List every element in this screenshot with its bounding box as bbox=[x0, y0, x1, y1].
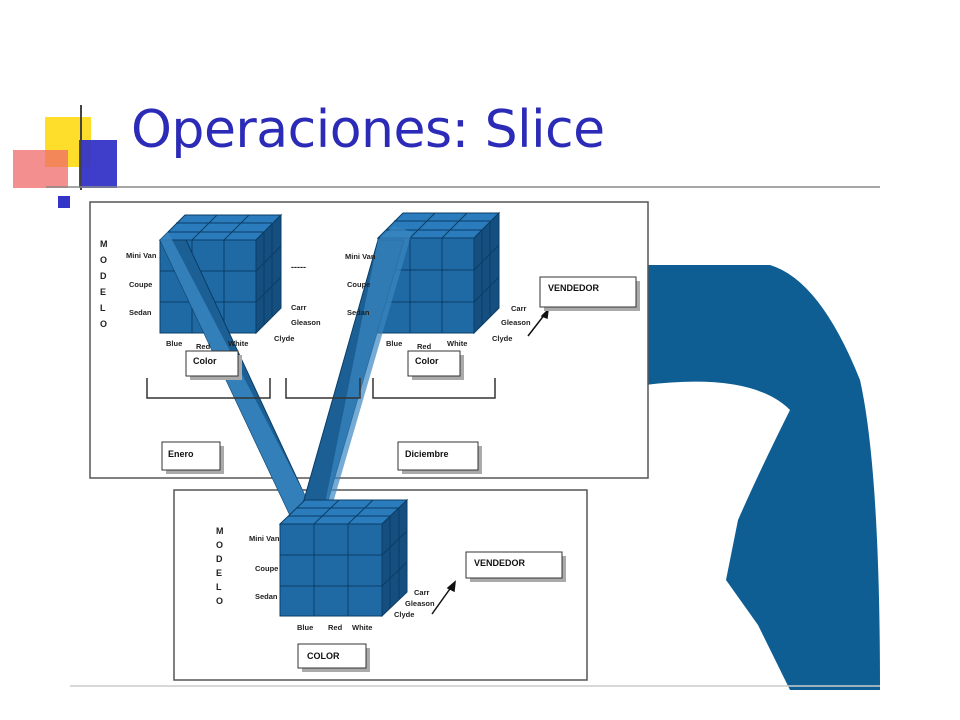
color-box-label: Color bbox=[415, 356, 439, 366]
ellipsis: ----- bbox=[291, 262, 306, 272]
slide-title: Operaciones: Slice bbox=[131, 100, 605, 160]
top-right-col-labels: Blue Red White bbox=[386, 339, 467, 351]
axis-letter: D bbox=[216, 554, 223, 564]
axis-letter: E bbox=[216, 568, 222, 578]
slice-v-shape bbox=[159, 226, 412, 529]
color-box-label: Color bbox=[193, 356, 217, 366]
col-label: White bbox=[447, 339, 467, 348]
label-boxes bbox=[161, 276, 640, 672]
top-left-col-labels: Blue Red White bbox=[166, 339, 248, 351]
axis-letter: L bbox=[216, 582, 222, 592]
col-label: Blue bbox=[166, 339, 182, 348]
col-label: White bbox=[228, 339, 248, 348]
row-label: Sedan bbox=[347, 308, 370, 317]
month-start-label: Enero bbox=[168, 449, 194, 459]
vendedor-box-label: VENDEDOR bbox=[474, 558, 526, 568]
seller-label: Clyde bbox=[274, 334, 294, 343]
top-left-row-labels: Mini Van Coupe Sedan bbox=[126, 251, 157, 317]
axis-letter: O bbox=[100, 255, 107, 265]
seller-label: Carr bbox=[291, 303, 307, 312]
row-label: Mini Van bbox=[126, 251, 157, 260]
col-label: White bbox=[352, 623, 372, 632]
bottom-seller-labels: Carr Gleason Clyde bbox=[394, 588, 435, 619]
axis-letter: D bbox=[100, 271, 107, 281]
axis-letter: O bbox=[100, 319, 107, 329]
axis-letter: E bbox=[100, 287, 106, 297]
corner-decoration bbox=[13, 105, 880, 208]
seller-label: Carr bbox=[511, 304, 527, 313]
top-modelo-axis: M O D E L O bbox=[100, 239, 108, 329]
col-label: Red bbox=[417, 342, 432, 351]
seller-label: Gleason bbox=[291, 318, 321, 327]
bottom-row-labels: Mini Van Coupe Sedan bbox=[249, 534, 280, 601]
bottom-cube bbox=[278, 498, 409, 618]
axis-letter: O bbox=[216, 540, 223, 550]
month-brackets bbox=[146, 378, 496, 399]
col-label: Blue bbox=[297, 623, 313, 632]
axis-letter: O bbox=[216, 596, 223, 606]
row-label: Mini Van bbox=[345, 252, 376, 261]
row-label: Coupe bbox=[255, 564, 278, 573]
seller-arrows bbox=[431, 307, 550, 615]
top-right-seller-labels: Carr Gleason Clyde bbox=[492, 304, 531, 343]
slice-curved-arrow bbox=[645, 265, 880, 690]
top-left-seller-labels: Carr Gleason Clyde bbox=[274, 303, 321, 343]
row-label: Coupe bbox=[129, 280, 152, 289]
row-label: Coupe bbox=[347, 280, 370, 289]
col-label: Red bbox=[328, 623, 343, 632]
seller-label: Gleason bbox=[501, 318, 531, 327]
month-end-label: Diciembre bbox=[405, 449, 449, 459]
axis-letter: M bbox=[100, 239, 108, 249]
seller-label: Gleason bbox=[405, 599, 435, 608]
seller-label: Clyde bbox=[394, 610, 414, 619]
axis-letter: L bbox=[100, 303, 106, 313]
vendedor-box-label: VENDEDOR bbox=[548, 283, 600, 293]
bottom-col-labels: Blue Red White bbox=[297, 623, 372, 632]
row-label: Sedan bbox=[255, 592, 278, 601]
seller-label: Carr bbox=[414, 588, 430, 597]
row-label: Sedan bbox=[129, 308, 152, 317]
top-right-row-labels: Mini Van Coupe Sedan bbox=[345, 252, 376, 317]
col-label: Red bbox=[196, 342, 211, 351]
axis-letter: M bbox=[216, 526, 224, 536]
bottom-modelo-axis: M O D E L O bbox=[216, 526, 224, 606]
row-label: Mini Van bbox=[249, 534, 280, 543]
col-label: Blue bbox=[386, 339, 402, 348]
seller-label: Clyde bbox=[492, 334, 512, 343]
color-box-label: COLOR bbox=[307, 651, 340, 661]
